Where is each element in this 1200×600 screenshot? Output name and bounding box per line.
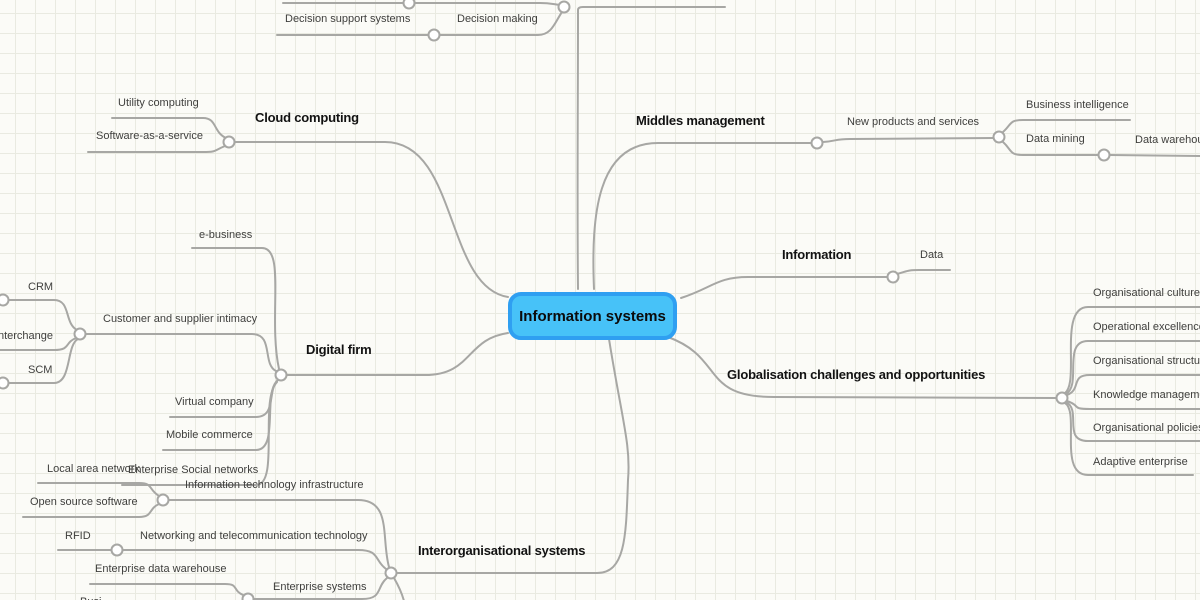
node-electronic-data-interchange[interactable]: Electronic data interchange	[0, 330, 53, 342]
edge-interorganisational-systems	[396, 338, 630, 574]
edge-enterprise-social-networks	[121, 381, 278, 486]
node-decision-making[interactable]: Decision making	[457, 13, 538, 25]
node-mobile-commerce[interactable]: Mobile commerce	[166, 429, 253, 441]
edge-hub-stub-down	[393, 577, 405, 600]
branch-toggle[interactable]	[110, 543, 124, 557]
node-globalisation[interactable]: Globalisation challenges and opportuniti…	[727, 367, 986, 382]
node-data-mining[interactable]: Data mining	[1026, 133, 1085, 145]
branch-toggle[interactable]	[222, 135, 236, 149]
edge-local-area-network	[37, 482, 160, 497]
edge-knowledge-management	[1066, 400, 1200, 410]
node-decision-support-systems[interactable]: Decision support systems	[285, 13, 411, 25]
edge-adaptive-enterprise	[1064, 402, 1194, 476]
node-adaptive-enterprise[interactable]: Adaptive enterprise	[1093, 456, 1188, 468]
node-operational-excellence[interactable]: Operational excellence	[1093, 321, 1200, 333]
branch-toggle[interactable]	[274, 368, 288, 382]
branch-toggle[interactable]	[0, 293, 10, 307]
edge-data-warehouse	[1109, 154, 1200, 157]
node-clipped-bottom[interactable]: Busi	[80, 596, 101, 600]
edge-organisational-structure	[1066, 374, 1200, 396]
branch-toggle[interactable]	[1055, 391, 1069, 405]
edge-information	[680, 276, 889, 299]
node-business-intelligence[interactable]: Business intelligence	[1026, 99, 1129, 111]
edge-business-intelligence	[1002, 119, 1131, 133]
edge-e-business	[191, 247, 280, 370]
branch-toggle[interactable]	[241, 592, 255, 600]
edge-data-mining	[1002, 141, 1100, 156]
node-utility-computing[interactable]: Utility computing	[118, 97, 199, 109]
node-cloud-computing[interactable]: Cloud computing	[255, 110, 359, 125]
node-organisational-culture[interactable]: Organisational culture	[1093, 287, 1200, 299]
edge-organisational-culture	[1064, 306, 1200, 394]
node-knowledge-management[interactable]: Knowledge management	[1093, 389, 1200, 401]
edge-crm	[7, 299, 78, 331]
edge-enterprise-systems	[253, 577, 388, 600]
branch-toggle[interactable]	[73, 327, 87, 341]
node-enterprise-data-warehouse[interactable]: Enterprise data warehouse	[95, 563, 227, 575]
node-local-area-network[interactable]: Local area network	[47, 463, 140, 475]
node-data[interactable]: Data	[920, 249, 944, 261]
node-new-products-and-services[interactable]: New products and services	[847, 116, 980, 128]
node-software-as-a-service[interactable]: Software-as-a-service	[96, 130, 203, 142]
edge-networking-telecom	[122, 549, 387, 570]
node-digital-firm[interactable]: Digital firm	[306, 342, 372, 357]
edge-software-as-a-service	[87, 145, 226, 153]
edge-decision-making	[276, 11, 563, 36]
node-scm[interactable]: SCM	[28, 364, 53, 376]
node-rfid[interactable]: RFID	[65, 530, 91, 542]
node-networking-and-telecommunication-technology[interactable]: Networking and telecommunication technol…	[140, 530, 368, 542]
node-interorganisational-systems[interactable]: Interorganisational systems	[418, 543, 586, 558]
branch-toggle[interactable]	[156, 493, 170, 507]
node-organisational-structure[interactable]: Organisational structure	[1093, 355, 1200, 367]
edge-data	[896, 269, 951, 275]
node-enterprise-social-networks[interactable]: Enterprise Social networks	[128, 464, 259, 476]
root-node-information-systems[interactable]: Information systems	[508, 292, 677, 340]
edge-electronic-data-interchange	[0, 337, 77, 351]
edge-open-source-software	[22, 503, 160, 518]
edge-utility-computing	[111, 117, 227, 139]
edge-customer-supplier-intimacy	[85, 333, 277, 372]
node-information[interactable]: Information	[782, 247, 852, 262]
node-virtual-company[interactable]: Virtual company	[175, 396, 254, 408]
edge-middles-management	[592, 142, 813, 290]
edge-it-infrastructure	[168, 499, 390, 568]
node-open-source-software[interactable]: Open source software	[30, 496, 138, 508]
edge-globalisation	[667, 336, 1058, 399]
edge-new-products	[822, 137, 995, 143]
branch-toggle[interactable]	[427, 28, 441, 42]
branch-toggle[interactable]	[402, 0, 416, 10]
edge-root-top	[576, 6, 726, 290]
node-middles-management[interactable]: Middles management	[636, 113, 765, 128]
branch-toggle[interactable]	[384, 566, 398, 580]
branch-toggle[interactable]	[1097, 148, 1111, 162]
edge-top-row-cut	[282, 1, 561, 6]
edge-digital-firm	[286, 332, 509, 376]
branch-toggle[interactable]	[992, 130, 1006, 144]
branch-toggle[interactable]	[557, 0, 571, 14]
node-e-business[interactable]: e-business	[199, 229, 253, 241]
node-enterprise-systems[interactable]: Enterprise systems	[273, 581, 367, 593]
node-information-technology-infrastructure[interactable]: Information technology infrastructure	[185, 479, 364, 491]
branch-toggle[interactable]	[0, 376, 10, 390]
node-organisational-policies[interactable]: Organisational policies	[1093, 422, 1200, 434]
node-data-warehouse[interactable]: Data warehouse	[1135, 134, 1200, 146]
edge-cloud-computing	[233, 141, 509, 298]
edge-enterprise-data-warehouse	[89, 583, 244, 596]
branch-toggle[interactable]	[810, 136, 824, 150]
branch-toggle[interactable]	[886, 270, 900, 284]
edge-operational-excellence	[1065, 340, 1200, 395]
node-customer-and-supplier-intimacy[interactable]: Customer and supplier intimacy	[103, 313, 258, 325]
edge-scm	[7, 338, 79, 384]
node-crm[interactable]: CRM	[28, 281, 54, 293]
edge-organisational-policies	[1065, 401, 1200, 442]
